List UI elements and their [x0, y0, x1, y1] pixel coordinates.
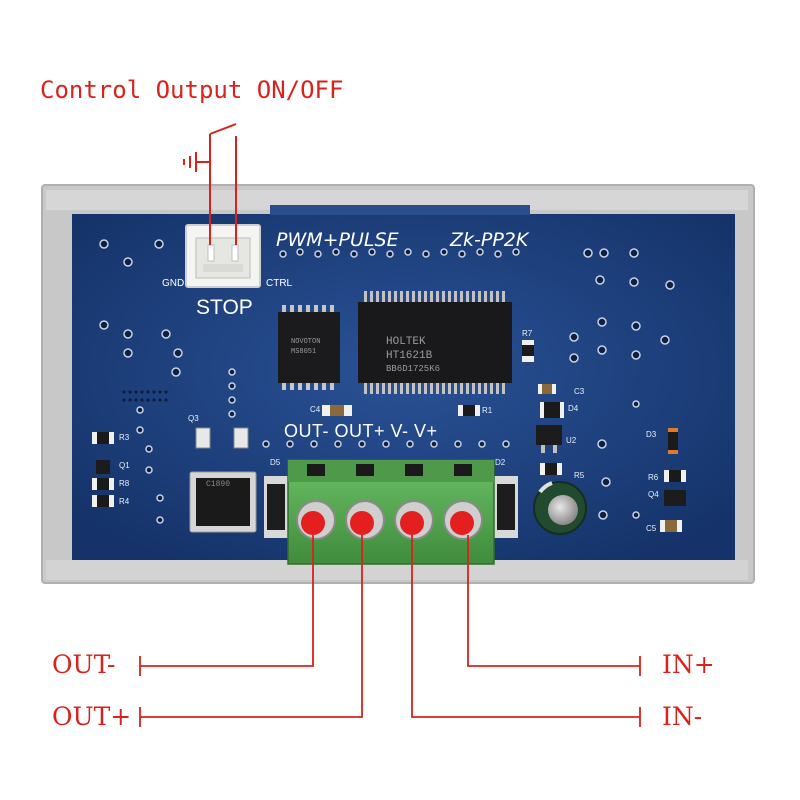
- callout-lines: [139, 535, 641, 727]
- smd-components: [92, 340, 686, 532]
- transistor-marking: C1890: [206, 480, 231, 489]
- diode-d5: [264, 476, 288, 538]
- control-output-title: Control Output ON/OFF: [40, 76, 344, 104]
- electrolytic-capacitor: [533, 481, 587, 535]
- marker-out-minus: [301, 511, 325, 535]
- ref-u2: U2: [566, 436, 577, 445]
- gnd-label: GND: [162, 278, 185, 289]
- ref-r6: R6: [648, 473, 659, 482]
- label-in-plus: IN+: [662, 650, 715, 679]
- marker-v-minus: [400, 511, 424, 535]
- ref-r4: R4: [119, 497, 130, 506]
- terminal-markers: [301, 511, 474, 535]
- main-chip-line-2: HT1621B: [386, 350, 433, 362]
- ref-r7: R7: [522, 329, 533, 338]
- main-ic: [358, 291, 512, 394]
- stop-connector: [185, 224, 261, 288]
- ref-r5: R5: [574, 471, 585, 480]
- stop-label: STOP: [196, 296, 253, 319]
- ref-q3: Q3: [188, 414, 199, 423]
- ref-c4: C4: [310, 405, 321, 414]
- terminal-labels: OUT- OUT+ V- V+: [284, 421, 438, 441]
- switch-symbol: [183, 123, 237, 245]
- ctrl-label: CTRL: [266, 278, 293, 289]
- ref-r8: R8: [119, 479, 130, 488]
- small-ic: [278, 305, 340, 390]
- ref-q4: Q4: [648, 490, 659, 499]
- ref-d4: D4: [568, 404, 579, 413]
- main-chip-line-3: BB6D1725K6: [386, 364, 441, 374]
- ref-q1: Q1: [119, 461, 130, 470]
- label-out-minus: OUT-: [52, 650, 116, 679]
- small-chip-line-1: NOVOTON: [291, 338, 321, 346]
- ref-c3: C3: [574, 387, 585, 396]
- diode-d2: [494, 476, 518, 538]
- header-pins: [270, 205, 530, 215]
- ref-d5: D5: [270, 458, 281, 467]
- model-label-pwm: PWM+PULSE: [276, 229, 399, 251]
- ref-r3: R3: [119, 433, 130, 442]
- ref-r1: R1: [482, 406, 493, 415]
- small-chip-line-2: MS8051: [291, 348, 317, 356]
- power-transistor: [189, 427, 257, 533]
- marker-v-plus: [450, 511, 474, 535]
- model-label-zk: Zk-PP2K: [450, 229, 529, 251]
- main-chip-line-1: HOLTEK: [386, 336, 426, 348]
- dot-grid: [122, 390, 168, 402]
- marker-out-plus: [350, 511, 374, 535]
- label-out-plus: OUT+: [52, 702, 132, 731]
- label-in-minus: IN-: [662, 702, 703, 731]
- pcb-vias: [99, 239, 675, 524]
- ref-c5: C5: [646, 524, 657, 533]
- ref-d2: D2: [495, 458, 506, 467]
- ref-d3: D3: [646, 430, 657, 439]
